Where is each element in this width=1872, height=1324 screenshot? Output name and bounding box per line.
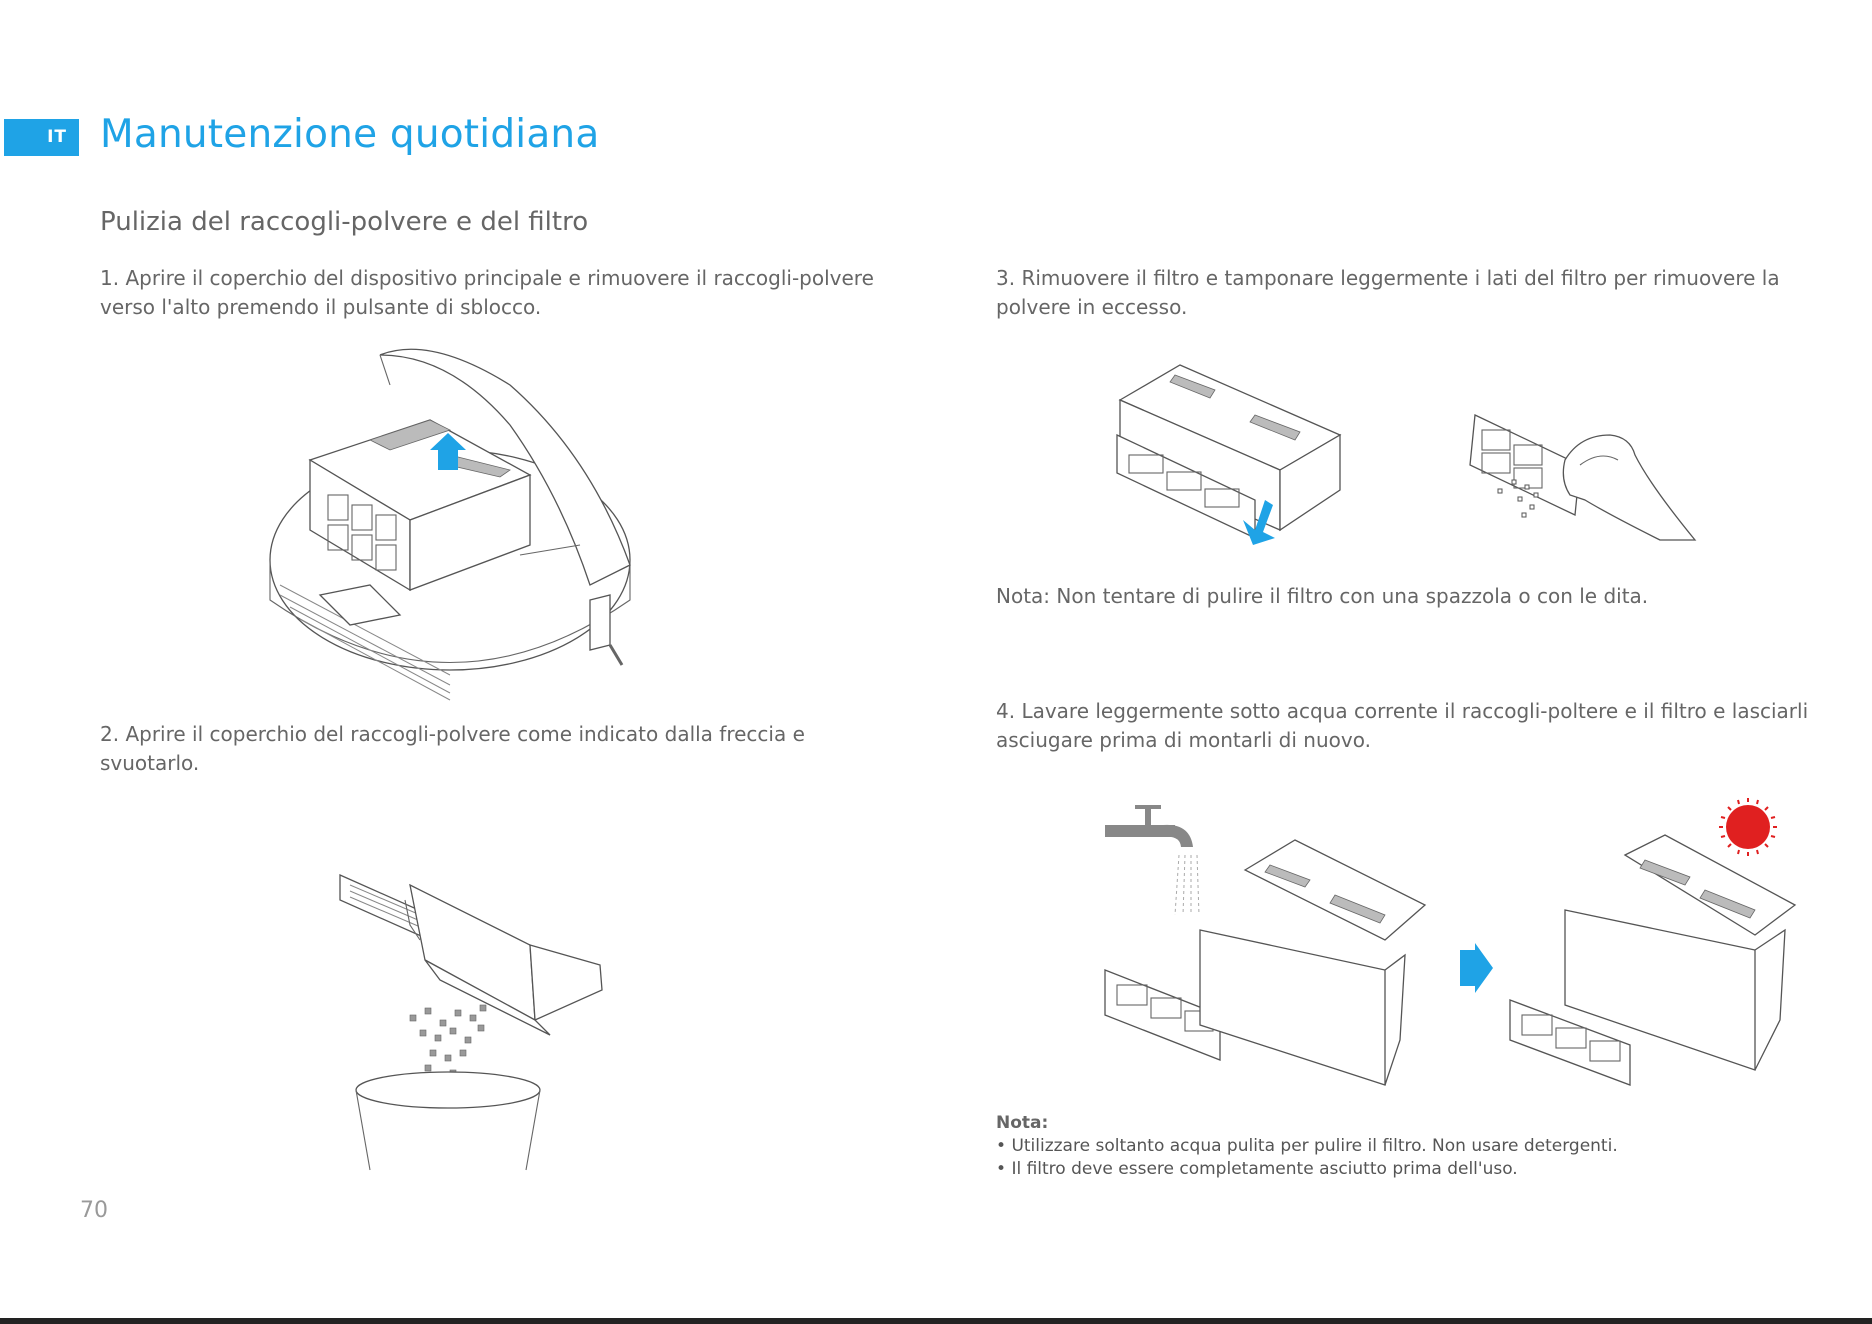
filter-removal-illustration: [1115, 360, 1345, 540]
arrow-right-icon: [1460, 943, 1493, 993]
filter-tapping-illustration: [1470, 405, 1710, 545]
note-item: Utilizzare soltanto acqua pulita per pul…: [996, 1135, 1816, 1158]
sun-icon: [1719, 798, 1777, 856]
faucet-icon: [1105, 805, 1199, 915]
step-1-text: 1. Aprire il coperchio del dispositivo p…: [100, 264, 900, 322]
notes-list: Utilizzare soltanto acqua pulita per pul…: [996, 1135, 1816, 1181]
notes-label: Nota:: [996, 1112, 1816, 1135]
step-2-text: 2. Aprire il coperchio del raccogli-polv…: [100, 720, 820, 778]
empty-bin-illustration: [330, 865, 610, 1175]
step-4-text: 4. Lavare leggermente sotto acqua corren…: [996, 697, 1826, 755]
step-3-text: 3. Rimuovere il filtro e tamponare legge…: [996, 264, 1796, 322]
note-item: Il filtro deve essere completamente asci…: [996, 1158, 1816, 1181]
page-title: Manutenzione quotidiana: [100, 112, 599, 157]
note-step-3: Nota: Non tentare di pulire il filtro co…: [996, 584, 1816, 608]
section-subtitle: Pulizia del raccogli-polvere e del filtr…: [100, 207, 588, 237]
bottom-edge: [0, 1318, 1872, 1324]
notes-block: Nota: Utilizzare soltanto acqua pulita p…: [996, 1112, 1816, 1181]
language-tab: IT: [4, 119, 79, 156]
page-number: 70: [80, 1198, 108, 1223]
robot-open-lid-illustration: [260, 345, 660, 715]
wash-dry-illustration: [1095, 795, 1795, 1085]
